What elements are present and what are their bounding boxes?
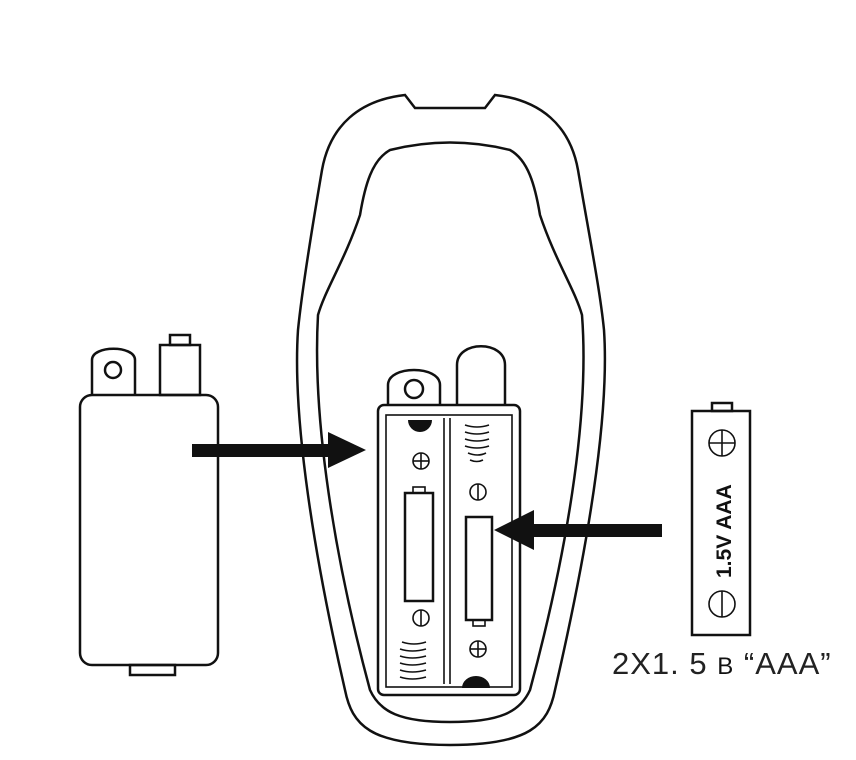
battery-cover bbox=[78, 333, 220, 677]
aaa-battery: 1.5V AAA bbox=[690, 401, 752, 637]
caption-type: “AAA” bbox=[743, 646, 832, 681]
spring-top bbox=[464, 424, 490, 463]
caption-count-voltage: 2X1. 5 bbox=[612, 646, 708, 681]
arrow-insert-cover bbox=[192, 432, 366, 468]
arrow-insert-battery bbox=[494, 510, 662, 550]
battery-caption: 2X1. 5 B “AAA” bbox=[612, 646, 832, 682]
remote-control-body bbox=[295, 93, 607, 747]
caption-unit: B bbox=[717, 653, 735, 680]
spring-bottom bbox=[399, 641, 427, 680]
battery-label: 1.5V AAA bbox=[713, 484, 736, 578]
battery-compartment bbox=[376, 345, 522, 697]
cover-hook-hole bbox=[103, 360, 123, 380]
